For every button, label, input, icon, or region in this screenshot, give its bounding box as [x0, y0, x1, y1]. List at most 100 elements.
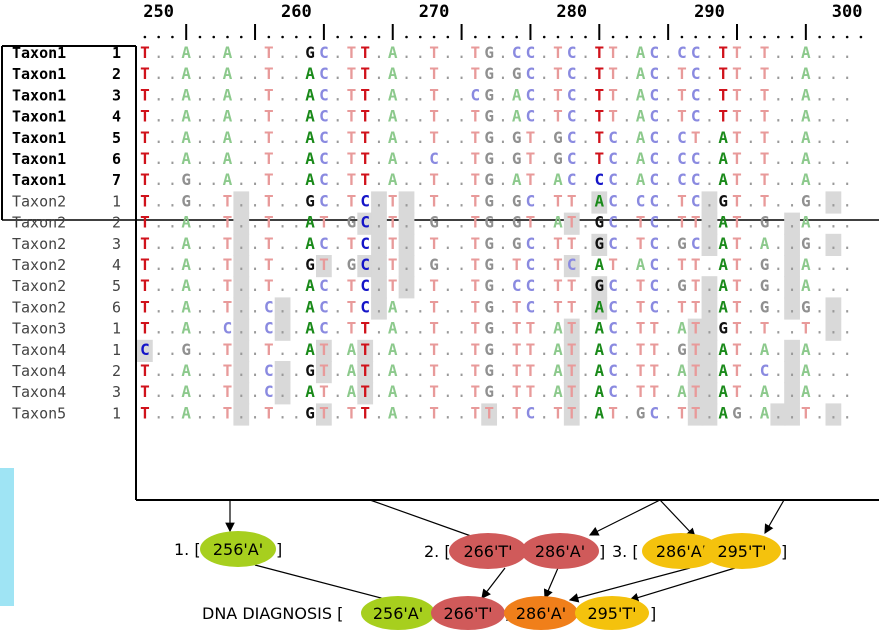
residue-g: G	[718, 319, 728, 338]
gap-dot: .	[250, 64, 260, 83]
gap-dot: .	[250, 297, 260, 316]
gap-dot: .	[746, 107, 756, 126]
gap-dot: .	[333, 149, 343, 168]
residue-t: T	[732, 64, 742, 83]
residue-c: C	[650, 64, 660, 83]
taxon-number: 6	[112, 298, 121, 316]
residue-a: A	[594, 361, 604, 380]
gap-dot: .	[415, 85, 425, 104]
connector-arrows	[225, 499, 785, 606]
gap-dot: .	[168, 149, 178, 168]
gap-dot: .	[815, 382, 825, 401]
gap-dot: .	[415, 361, 425, 380]
residue-t: T	[636, 361, 646, 380]
residue-g: G	[347, 255, 357, 274]
residue-a: A	[801, 361, 811, 380]
ruler-minor-tick	[501, 35, 505, 39]
residue-t: T	[567, 234, 577, 253]
gap-dot: .	[292, 149, 302, 168]
residue-c: C	[526, 297, 536, 316]
variant-highlight	[233, 339, 250, 362]
residue-t: T	[732, 128, 742, 147]
gap-dot: .	[773, 319, 783, 338]
residue-t: T	[347, 149, 357, 168]
residue-t: T	[732, 149, 742, 168]
residue-c: C	[360, 255, 370, 274]
gap-dot: .	[829, 297, 839, 316]
gap-dot: .	[209, 43, 219, 62]
gap-dot: .	[746, 382, 756, 401]
residue-t: T	[223, 234, 233, 253]
variant-highlight	[701, 318, 718, 341]
residue-c: C	[319, 319, 329, 338]
variant-highlight	[563, 339, 580, 362]
residue-g: G	[484, 340, 494, 359]
residue-a: A	[553, 170, 563, 189]
residue-t: T	[567, 319, 577, 338]
residue-t: T	[264, 403, 274, 422]
oval-266T	[449, 533, 527, 569]
group3-prefix: 3. [	[612, 542, 639, 561]
residue-t: T	[223, 255, 233, 274]
residue-t: T	[650, 361, 660, 380]
gap-dot: .	[209, 170, 219, 189]
residue-t: T	[760, 319, 770, 338]
gap-dot: .	[333, 361, 343, 380]
taxon-name: Taxon1	[12, 86, 66, 104]
residue-a: A	[553, 361, 563, 380]
variant-highlight	[316, 255, 332, 278]
residue-a: A	[801, 340, 811, 359]
gap-dot: .	[539, 361, 549, 380]
gap-dot: .	[829, 191, 839, 210]
gap-dot: .	[705, 191, 715, 210]
gap-dot: .	[746, 340, 756, 359]
residue-a: A	[305, 319, 315, 338]
residue-g: G	[484, 107, 494, 126]
gap-dot: .	[539, 340, 549, 359]
residue-c: C	[319, 128, 329, 147]
arrow-286-to-group2	[588, 499, 661, 536]
taxon-number: 1	[112, 320, 121, 338]
residue-c: C	[264, 361, 274, 380]
gap-dot: .	[787, 297, 797, 316]
gap-dot: .	[622, 234, 632, 253]
ruler-label: 280	[556, 2, 587, 22]
gap-dot: .	[815, 276, 825, 295]
residue-c: C	[567, 255, 577, 274]
gap-dot: .	[278, 234, 288, 253]
residue-t: T	[677, 64, 687, 83]
residue-c: C	[650, 149, 660, 168]
gap-dot: .	[829, 340, 839, 359]
gap-dot: .	[539, 149, 549, 168]
gap-dot: .	[250, 107, 260, 126]
residue-a: A	[594, 297, 604, 316]
residue-c: C	[608, 234, 618, 253]
residue-a: A	[181, 64, 191, 83]
gap-dot: .	[773, 64, 783, 83]
residue-t: T	[691, 297, 701, 316]
gap-dot: .	[663, 107, 673, 126]
residue-c: C	[608, 213, 618, 232]
residue-c: C	[650, 403, 660, 422]
gap-dot: .	[498, 382, 508, 401]
gap-dot: .	[168, 43, 178, 62]
gap-dot: .	[195, 234, 205, 253]
taxon-name: Taxon2	[12, 214, 66, 232]
gap-dot: .	[663, 191, 673, 210]
residue-c: C	[608, 276, 618, 295]
residue-c: C	[429, 149, 439, 168]
gap-dot: .	[168, 319, 178, 338]
gap-dot: .	[209, 85, 219, 104]
gap-dot: .	[815, 255, 825, 274]
gap-dot: .	[250, 213, 260, 232]
ruler-minor-tick	[584, 35, 587, 39]
gap-dot: .	[209, 234, 219, 253]
taxon-name: Taxon1	[12, 171, 66, 189]
gap-dot: .	[746, 170, 756, 189]
residue-a: A	[553, 340, 563, 359]
variant-highlight	[825, 233, 842, 256]
ruler-minor-tick	[157, 35, 160, 39]
gap-dot: .	[278, 340, 288, 359]
residue-t: T	[319, 213, 329, 232]
